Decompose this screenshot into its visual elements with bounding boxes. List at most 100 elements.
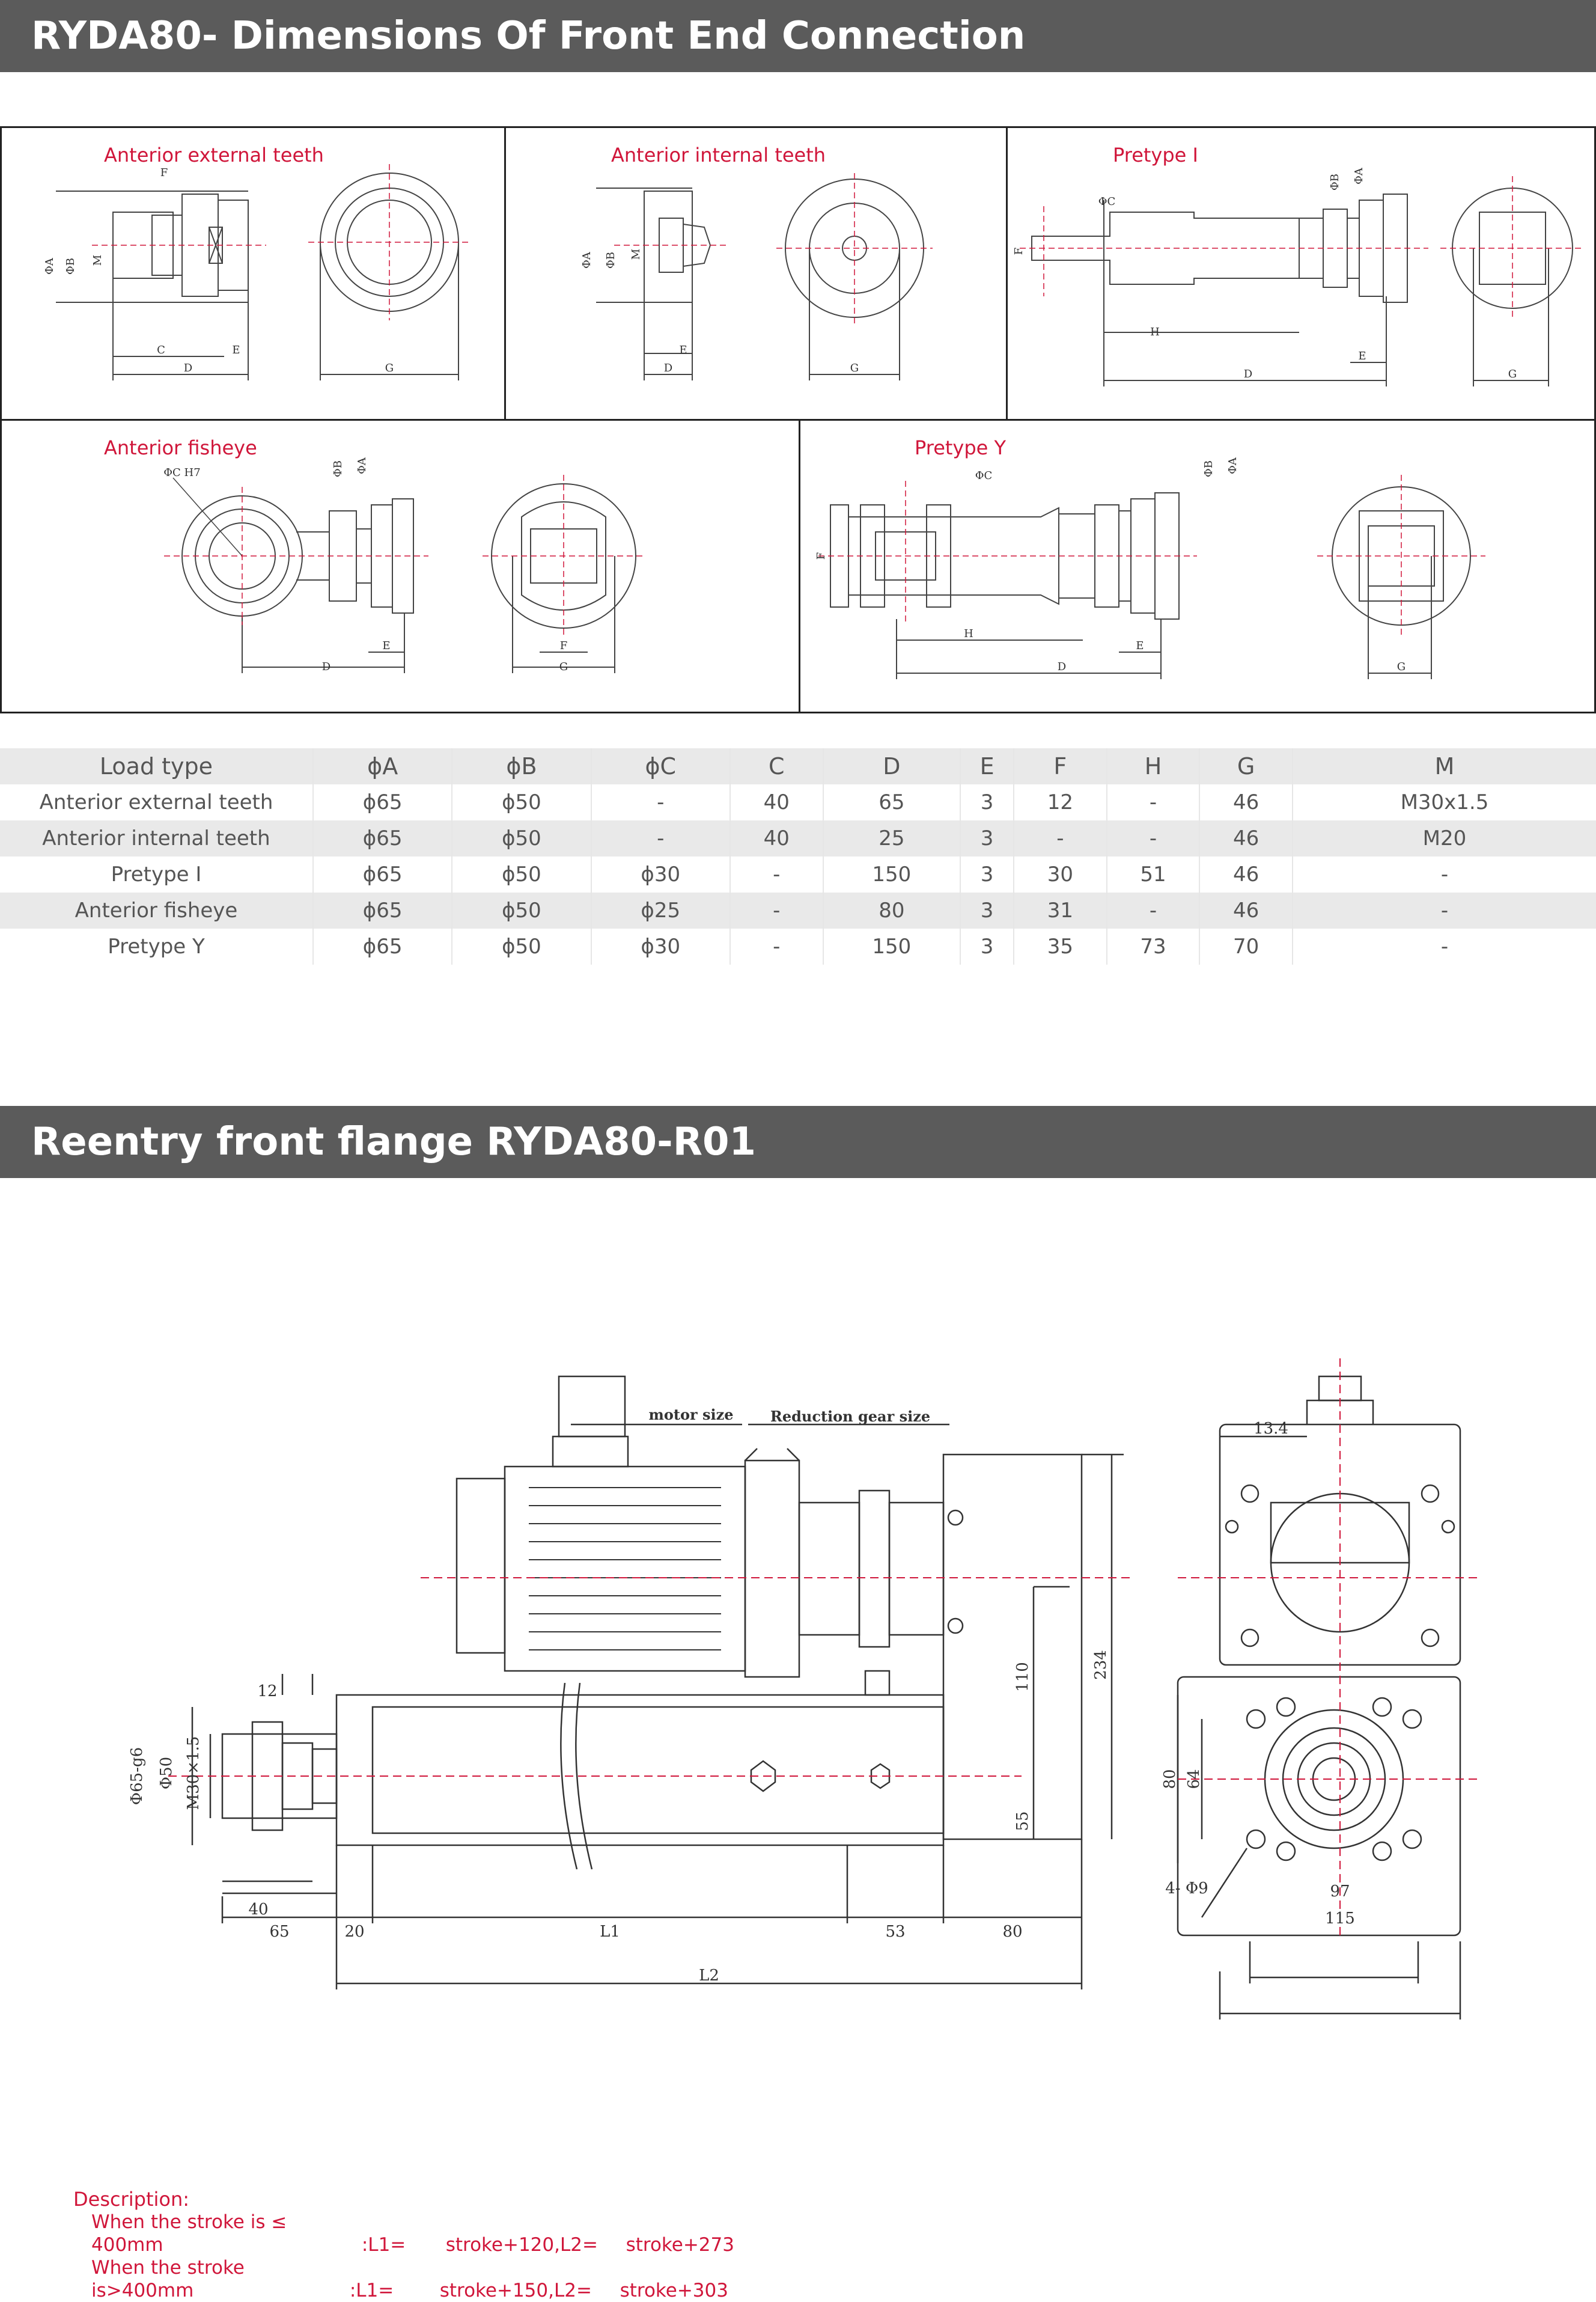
dim-20: 20 <box>344 1923 364 1941</box>
load-type-cell: Pretype I <box>111 862 202 887</box>
col-header: Load type <box>99 753 213 780</box>
table-cell: - <box>1106 820 1200 856</box>
label-g: G <box>1508 368 1517 380</box>
dim-55: 55 <box>1014 1811 1032 1831</box>
description-heading: Description: <box>73 2188 190 2211</box>
section-title: Reentry front flange RYDA80-R01 <box>31 1120 757 1164</box>
l2-value: stroke+273 <box>626 2234 734 2256</box>
panel-pretype-i: Pretype I ΦC F H <box>1006 126 1596 421</box>
dim-12: 12 <box>257 1682 277 1700</box>
section-banner-flange: Reentry front flange RYDA80-R01 <box>0 1106 1596 1178</box>
motor-size-label: motor size <box>648 1406 733 1423</box>
panel-anterior-external-teeth: Anterior external teeth F <box>0 126 506 421</box>
label-f: F <box>815 552 827 560</box>
label-e: E <box>1358 350 1366 362</box>
table-cell: 3 <box>960 929 1014 965</box>
table-cell: ϕ65 <box>312 784 452 820</box>
table-cell: ϕ65 <box>312 929 452 965</box>
table-cell: - <box>1106 893 1200 929</box>
drawing-fisheye: ΦC H7 E D F G ΦB ΦA <box>163 457 645 673</box>
label-c: C <box>157 344 165 356</box>
label-phi-b: ΦB <box>605 252 617 269</box>
col-header: D <box>822 748 961 784</box>
table-cell: - <box>590 820 730 856</box>
label-h: H <box>1150 326 1160 338</box>
label-phi-a: ΦA <box>356 457 368 474</box>
label-e: E <box>232 344 240 356</box>
load-type-cell: Pretype Y <box>108 935 205 959</box>
label-g: G <box>559 661 568 673</box>
label-phi-b: ΦB <box>332 460 344 477</box>
flange-technical-drawing: motor size Reduction gear size 12 40 65 … <box>128 1358 1478 2020</box>
table-cell: 30 <box>1013 856 1107 893</box>
table-cell: 46 <box>1199 856 1293 893</box>
table-cell: 12 <box>1013 784 1107 820</box>
load-type-cell: Anterior internal teeth <box>42 826 270 850</box>
table-cell: 80 <box>822 893 961 929</box>
table-cell: 46 <box>1199 820 1293 856</box>
table-cell: 73 <box>1106 929 1200 965</box>
table-cell: - <box>1291 893 1596 929</box>
l1-label: :L1= <box>349 2280 394 2301</box>
dim-234: 234 <box>1092 1650 1110 1680</box>
table-cell: ϕ30 <box>590 929 730 965</box>
dim-phi65-g6: Φ65-g6 <box>128 1747 146 1805</box>
dim-80: 80 <box>1002 1923 1022 1941</box>
l1-label: :L1= <box>361 2234 406 2256</box>
table-cell: 150 <box>822 929 961 965</box>
label-phi-b: ΦB <box>1202 460 1215 477</box>
table-cell: - <box>1106 784 1200 820</box>
label-phi-a: ΦA <box>1353 167 1365 185</box>
label-phi-c: ΦC H7 <box>163 466 200 479</box>
dimensions-table: Load type ϕA ϕB ϕC C D E F H G M Anterio… <box>0 748 1596 965</box>
label-e: E <box>1136 640 1144 652</box>
label-d: D <box>1058 661 1066 673</box>
label-phi-a: ΦA <box>580 251 593 269</box>
label-e: E <box>679 344 687 356</box>
dim-40: 40 <box>248 1901 268 1919</box>
label-phi-a: ΦA <box>1226 457 1239 474</box>
drawing-pretype-y: ΦC H D E G F ΦB ΦA <box>815 457 1485 679</box>
table-cell: 65 <box>822 784 961 820</box>
panel-anterior-internal-teeth: Anterior internal teeth E D G ΦA <box>504 126 1008 421</box>
table-cell: ϕ50 <box>451 820 591 856</box>
dim-holes: 4- Φ9 <box>1165 1879 1208 1897</box>
table-cell: 3 <box>960 856 1014 893</box>
dim-97: 97 <box>1330 1882 1350 1901</box>
label-phi-b: ΦB <box>1329 174 1341 191</box>
table-cell: 25 <box>822 820 961 856</box>
table-cell: 35 <box>1013 929 1107 965</box>
label-f: F <box>160 166 168 179</box>
label-d: D <box>1244 368 1252 380</box>
table-cell: - <box>590 784 730 820</box>
dim-110: 110 <box>1014 1662 1032 1692</box>
dim-53: 53 <box>885 1923 905 1941</box>
dim-m30: M30×1.5 <box>184 1736 203 1810</box>
dim-phi50: Φ50 <box>157 1757 175 1789</box>
col-header: M <box>1291 748 1596 784</box>
panel-title: Anterior internal teeth <box>611 144 826 166</box>
table-header-row: Load type ϕA ϕB ϕC C D E F H G M <box>0 748 1596 784</box>
table-cell: 70 <box>1199 929 1293 965</box>
section-banner-dimensions: RYDA80- Dimensions Of Front End Connecti… <box>0 0 1596 72</box>
panel-title: Pretype Y <box>915 436 1007 459</box>
dim-64: 64 <box>1185 1769 1203 1789</box>
table-cell: - <box>1291 856 1596 893</box>
label-g: G <box>850 362 859 374</box>
panel-title: Anterior external teeth <box>104 144 324 166</box>
col-header: ϕC <box>590 748 730 784</box>
dim-13-4: 13.4 <box>1253 1420 1288 1438</box>
table-cell: ϕ50 <box>451 856 591 893</box>
label-phi-b: ΦB <box>64 258 77 275</box>
label-f: F <box>560 640 568 652</box>
label-d: D <box>184 362 192 374</box>
table-cell: ϕ25 <box>590 893 730 929</box>
panel-title: Pretype I <box>1113 144 1198 166</box>
dim-l1: L1 <box>600 1923 620 1941</box>
table-cell: 31 <box>1013 893 1107 929</box>
drawing-internal-teeth: E D G ΦA ΦB M <box>580 173 933 380</box>
dim-115: 115 <box>1325 1910 1355 1928</box>
condition-text: When the stroke is ≤ 400mm <box>91 2211 287 2256</box>
